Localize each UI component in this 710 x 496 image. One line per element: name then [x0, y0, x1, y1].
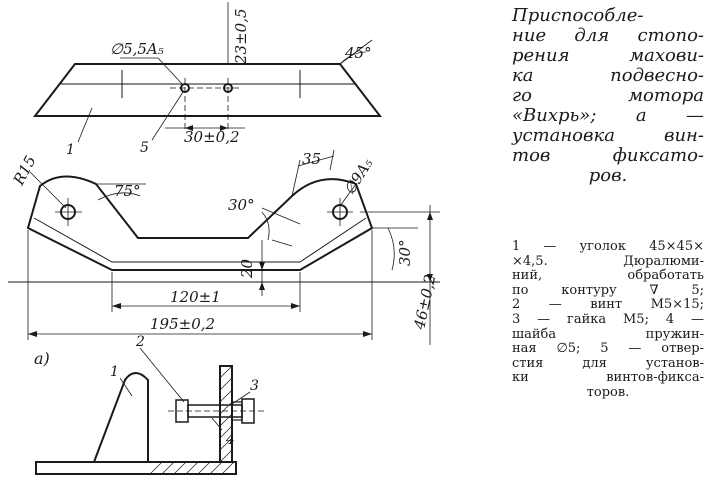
arrowhead — [291, 303, 300, 309]
arrowhead — [363, 331, 372, 337]
legend-line: ки винтов-фикса- — [512, 370, 704, 386]
arrowhead — [112, 303, 121, 309]
arrowhead — [28, 331, 37, 337]
arrowhead — [259, 282, 265, 290]
part-label: 1 — [66, 142, 75, 158]
leader-line — [29, 171, 67, 209]
hatching — [149, 461, 235, 475]
hole-label: 5 — [140, 140, 149, 156]
arrowhead — [185, 125, 193, 131]
leader-line — [157, 57, 184, 86]
caption-line: ние для стопо- — [512, 25, 704, 46]
angle-text: 45° — [344, 44, 372, 62]
angle-arc — [387, 227, 395, 271]
caption-line: ров. — [588, 165, 628, 186]
dim-line — [261, 207, 301, 225]
hole-callout-text: ∅5,5A₅ — [110, 40, 164, 58]
detail-view-label: а) — [34, 349, 50, 368]
leader-line — [339, 183, 357, 207]
detail-label-4: 4 — [225, 432, 235, 448]
legend-line: 3 — гайка М5; 4 — — [512, 311, 704, 327]
front-view — [8, 149, 440, 345]
left-angle-text: 75° — [114, 182, 141, 200]
technical-drawing: ∅5,5A₅ 23±0,5 45° 30±0,2 1 5 — [8, 2, 440, 475]
caption-line: Приспособле- — [512, 5, 644, 26]
legend-line: 2 — винт М5×15; — [512, 297, 704, 313]
caption-line: го мотора — [512, 85, 704, 106]
legend-line: ×4,5. Дюралюми- — [512, 253, 704, 269]
outer-angle-text: 30° — [396, 239, 414, 266]
angle-arc — [261, 211, 270, 241]
legend-line: 1 — уголок 45×45× — [512, 239, 704, 254]
right-hole-callout-text: ∅9A₅ — [340, 155, 376, 198]
legend-line: торов. — [586, 384, 630, 400]
dim-line — [329, 149, 335, 171]
top-view — [32, 2, 383, 143]
leader-line — [151, 91, 184, 141]
figure-caption: Приспособле- ние для стопо- рения махови… — [512, 6, 704, 186]
caption-line: тов фиксато- — [512, 145, 704, 166]
leader-line — [211, 417, 223, 431]
detail-view — [35, 347, 264, 475]
parts-legend: 1 — уголок 45×45× ×4,5. Дюралюми- ний, о… — [512, 239, 704, 401]
leader-line — [231, 391, 251, 405]
legend-line: по контуру ∇ 5; — [512, 282, 704, 298]
dim-line — [271, 239, 293, 247]
legend-line: стия для установ- — [512, 355, 704, 371]
dim-line — [339, 39, 373, 65]
top-view-outline — [32, 63, 383, 117]
front-view-inner-edge — [33, 217, 367, 263]
height-dim-text: 23±0,5 — [232, 8, 250, 65]
front-view-outline — [26, 175, 374, 271]
legend-line: ная ∅5; 5 — отвер- — [512, 341, 704, 357]
legend-line: шайба пружин- — [512, 326, 704, 342]
caption-line: установка вин- — [512, 125, 704, 146]
radius-text: R15 — [9, 153, 40, 189]
depth-dim-text: 20 — [238, 258, 256, 279]
angle-arc — [97, 192, 141, 201]
leader-line — [77, 107, 93, 143]
arrowhead — [259, 262, 265, 270]
detail-label-1: 1 — [110, 364, 119, 380]
inner-angle-text: 30° — [228, 196, 255, 214]
arrowhead — [220, 125, 228, 131]
caption-line: ка подвесно- — [512, 65, 704, 86]
caption-line: «Вихрь»; а — — [512, 105, 704, 126]
spacing-dim-text: 30±0,2 — [184, 128, 240, 146]
leader-line — [139, 347, 185, 403]
base-plate — [35, 461, 237, 475]
caption-line: рения махови- — [512, 45, 704, 66]
bottom-dim-text: 120±1 — [170, 288, 221, 306]
slot-dim-text: 35 — [302, 150, 321, 168]
overall-dim-text: 195±0,2 — [150, 315, 215, 333]
dim-line — [297, 155, 335, 167]
arrowhead — [427, 212, 433, 220]
angle-bracket — [92, 372, 149, 463]
detail-label-2: 2 — [135, 334, 145, 350]
arrowhead — [427, 274, 433, 282]
detail-label-3: 3 — [250, 378, 259, 394]
hatching — [219, 365, 233, 463]
leader-line — [119, 377, 133, 397]
legend-line: ний, обработать — [512, 268, 704, 284]
